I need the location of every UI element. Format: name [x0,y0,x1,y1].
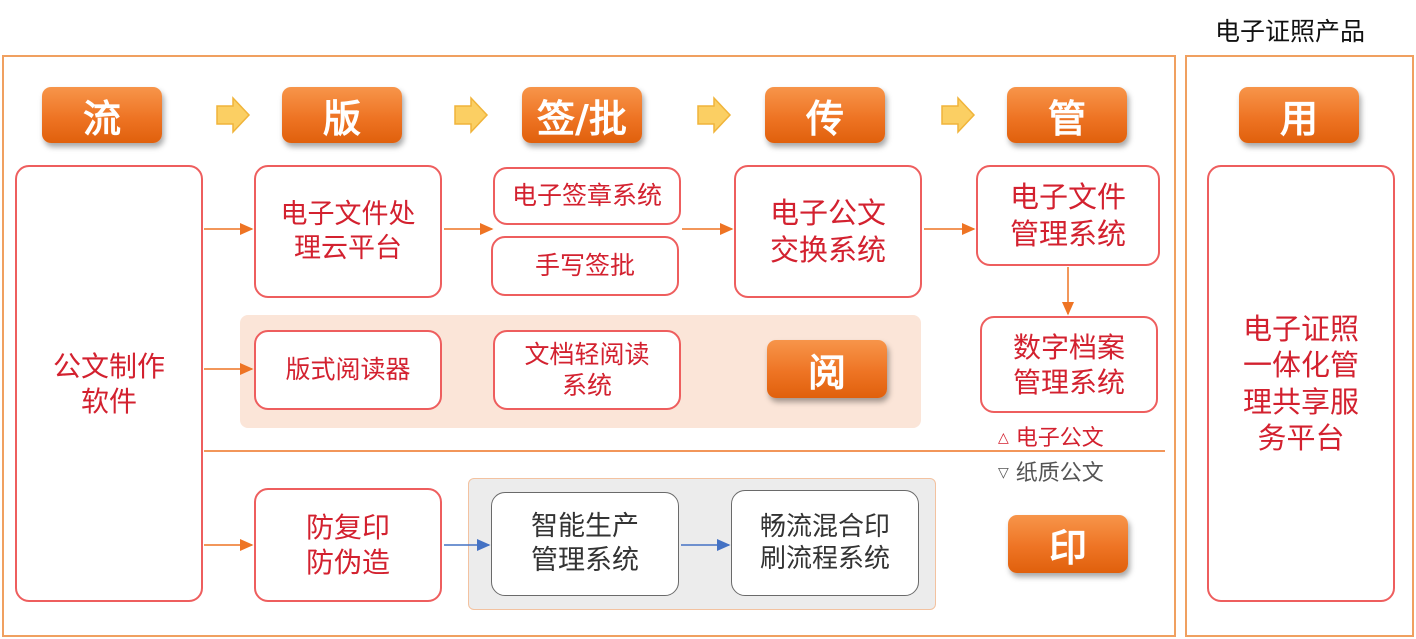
stage-arrow-icon [454,96,489,134]
light-reader-box: 文档轻阅读 系统 [493,330,681,410]
main-frame [2,55,1176,637]
use-frame [1185,55,1414,637]
product-title: 电子证照产品 [1215,17,1366,46]
stage-layout: 版 [282,87,402,143]
legend-paper-label: 纸质公文 [1015,461,1104,486]
stage-use: 用 [1239,87,1359,143]
archive-box: 数字档案 管理系统 [980,316,1158,413]
anti-copy-box: 防复印 防伪造 [254,488,442,602]
stage-arrow-icon [697,96,732,134]
license-platform-box: 电子证照 一体化管 理共享服 务平台 [1207,165,1395,602]
stage-sign: 签/批 [522,87,642,143]
stage-flow: 流 [42,87,162,143]
e-seal-box: 电子签章系统 [493,167,681,225]
legend-electronic-label: 电子公文 [1015,426,1104,451]
doc-software-box: 公文制作 软件 [15,165,203,602]
hybrid-print-box: 畅流混合印 刷流程系统 [731,490,919,596]
stage-transfer: 传 [765,87,885,143]
legend-electronic: △ 电子公文 [998,420,1104,452]
reader-box: 版式阅读器 [254,330,442,410]
read-label: 阅 [767,340,887,398]
stage-arrow-icon [216,96,251,134]
stage-arrow-icon [941,96,976,134]
legend-paper: ▽ 纸质公文 [998,455,1104,487]
triangle-up-icon: △ [998,430,1009,446]
smart-production-box: 智能生产 管理系统 [491,492,679,596]
stage-manage: 管 [1007,87,1127,143]
exchange-box: 电子公文 交换系统 [734,165,922,298]
handwrite-box: 手写签批 [491,236,679,296]
file-mgmt-box: 电子文件 管理系统 [976,165,1160,266]
print-label: 印 [1008,515,1128,573]
triangle-down-icon: ▽ [998,465,1009,481]
cloud-platform-box: 电子文件处 理云平台 [254,165,442,298]
